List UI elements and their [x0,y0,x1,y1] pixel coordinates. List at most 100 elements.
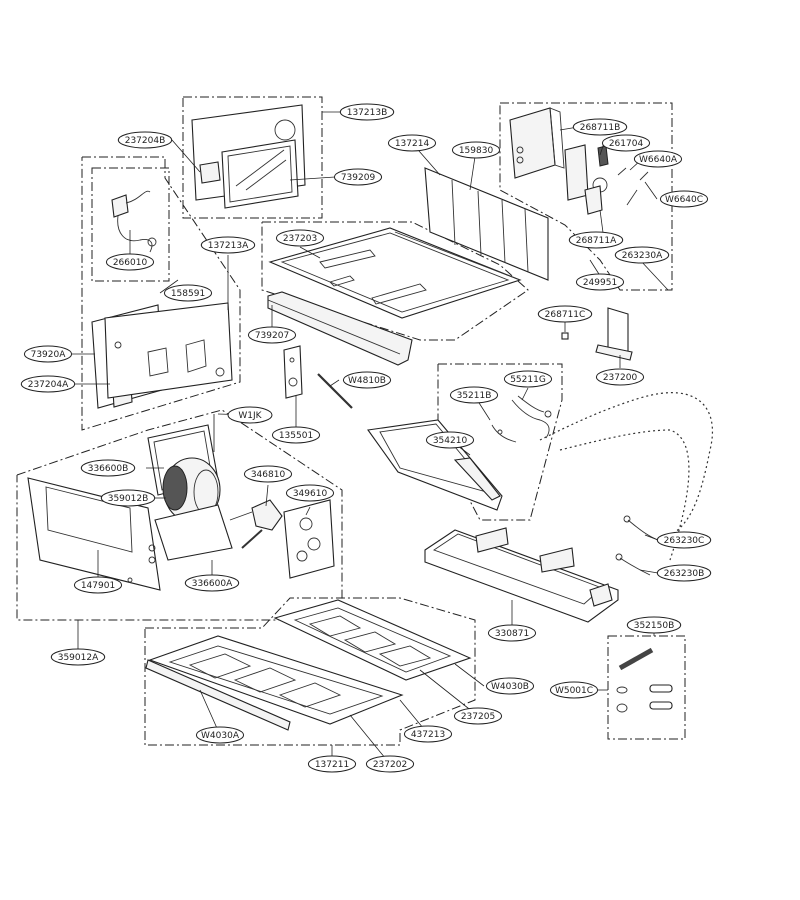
callout-55211G: 55211G [503,370,553,388]
callout-label: 268711C [545,310,586,320]
callout-label: 237205 [461,712,495,722]
part-fan-wheel-359012B [154,457,233,561]
callout-346810: 346810 [243,465,293,483]
callout-label: 73920A [31,350,67,360]
group-box-sensor [91,167,170,282]
callout-oval [387,134,437,152]
callout-oval [200,236,256,254]
callout-oval [549,681,599,699]
callout-label: 739207 [255,331,289,341]
callout-oval [656,531,712,549]
callout-W5001C: W5001C [549,681,599,699]
part-filter-739209 [221,139,299,209]
part-bottom-panel-237205 [273,599,472,681]
group-box-blower [16,409,343,621]
callout-oval [487,624,537,642]
callout-oval [50,648,106,666]
callout-261704: 261704 [601,134,651,152]
callout-352150B: 352150B [626,616,682,634]
callout-73920A: 73920A [23,345,73,363]
callout-oval [537,305,593,323]
callout-label: W4030B [491,682,529,692]
part-housing-237200 [595,307,633,361]
callout-label: W4810B [348,376,386,386]
callout-label: 354210 [433,436,468,446]
callout-oval [23,345,73,363]
part-sensor-266010 [111,190,157,253]
group-box-drain-pan [437,363,563,521]
callout-739207: 739207 [247,326,297,344]
callout-label: 359012A [58,653,99,663]
callout-label: 263230A [622,251,663,261]
part-bracket-135501 [283,345,303,399]
callout-label: 261704 [609,139,644,149]
callout-label: W6640C [665,195,703,205]
callout-oval [184,574,240,592]
callout-263230C: 263230C [656,531,712,549]
callout-label: 237203 [283,234,317,244]
callout-label: 137213A [208,241,249,251]
callout-W1JK: W1JK [227,406,273,424]
callout-349610: 349610 [285,484,335,502]
callout-359012B: 359012B [100,489,156,507]
callout-oval [73,576,123,594]
callout-137213B: 137213B [339,103,395,121]
callout-label: W5001C [555,686,593,696]
callout-oval [425,431,475,449]
callout-oval [485,677,535,695]
part-wiring-55211G [491,395,552,443]
callout-oval [80,459,136,477]
callout-layer: 137213B237204B739209137214159830268711B2… [20,103,712,773]
callout-oval [365,755,415,773]
callout-739209: 739209 [333,168,383,186]
callout-label: 336600B [88,464,129,474]
callout-137211: 137211 [307,755,357,773]
callout-oval [449,386,499,404]
callout-35211B: 35211B [449,386,499,404]
group-box-accessories [607,635,686,740]
callout-label: 268711A [576,236,617,246]
wire-harness-routing [539,392,714,561]
callout-oval [453,707,503,725]
callout-label: 55211G [510,375,546,385]
callout-oval [601,134,651,152]
callout-137213A: 137213A [200,236,256,254]
callout-oval [339,103,395,121]
callout-237204B: 237204B [117,131,173,149]
callout-268711C: 268711C [537,305,593,323]
part-motor-mount-349610 [283,499,335,579]
callout-330871: 330871 [487,624,537,642]
callout-147901: 147901 [73,576,123,594]
callout-263230A: 263230A [614,246,670,264]
callout-359012A: 359012A [50,648,106,666]
group-box-top-panel [182,96,323,219]
callout-266010: 266010 [105,253,155,271]
callout-label: 158591 [171,289,205,299]
callout-oval [568,231,624,249]
part-harness-263230 [615,515,659,576]
callout-237203: 237203 [275,229,325,247]
callout-label: W1JK [238,411,262,421]
callout-label: 137211 [315,760,349,770]
callout-label: 35211B [457,391,492,401]
callout-W4030A: W4030A [195,726,245,744]
callout-label: 268711B [580,123,621,133]
callout-oval [451,141,501,159]
callout-237202: 237202 [365,755,415,773]
callout-oval [275,229,325,247]
callout-label: W6640A [639,155,678,165]
callout-oval [285,484,335,502]
part-sensor-rod-W4810B [317,373,353,409]
callout-oval [243,465,293,483]
callout-oval [163,284,213,302]
callout-249951: 249951 [575,273,625,291]
callout-263230B: 263230B [656,564,712,582]
callout-label: 135501 [279,431,313,441]
callout-135501: 135501 [271,426,321,444]
callout-label: W4030A [201,731,240,741]
callout-237200: 237200 [595,368,645,386]
callout-oval [575,273,625,291]
callout-label: 352150B [634,621,675,631]
callout-oval [105,253,155,271]
